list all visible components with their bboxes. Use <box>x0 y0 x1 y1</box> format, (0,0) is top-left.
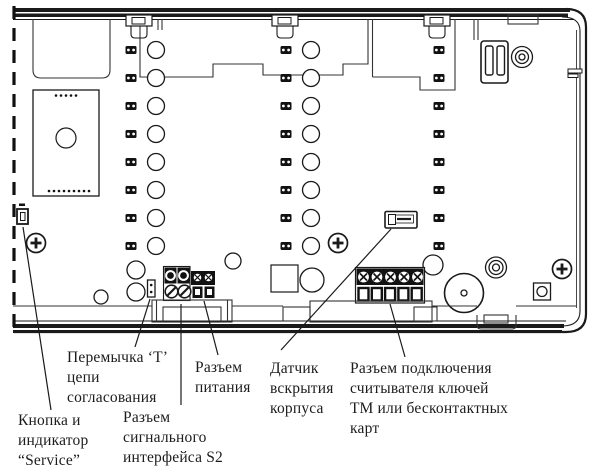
tamper-switch-mount <box>532 282 552 301</box>
board-holes <box>93 252 444 305</box>
top-bays <box>32 14 539 91</box>
mount-clip-icon <box>423 14 451 39</box>
mounting-screw-icon <box>327 232 349 254</box>
bottom-wall-ribs <box>13 299 576 330</box>
callout-lines <box>22 226 406 411</box>
smd-column-middle <box>280 40 321 256</box>
label-power-connector: Разъем питания <box>195 359 251 396</box>
mounting-screw-icon <box>551 258 573 280</box>
label-signal-interface: Разъем сигнального интерфейса S2 <box>123 409 224 466</box>
callout-service <box>22 226 52 411</box>
callout-tamper <box>280 228 392 351</box>
reader-terminal-block <box>354 266 426 304</box>
top-right-connector <box>480 40 509 84</box>
service-button <box>16 203 29 225</box>
mount-clip-icon <box>271 14 299 39</box>
label-termination-jumper: Перемычка ‘Т’ цепи согласования <box>67 349 169 406</box>
buzzer <box>443 272 485 314</box>
screw-boss <box>510 45 534 69</box>
callout-jumper <box>134 298 151 348</box>
label-service-button: Кнопка и индикатор “Service” <box>18 412 89 469</box>
s2-interface-connector <box>191 271 215 298</box>
screw-boss <box>484 256 508 279</box>
callout-reader <box>389 303 406 358</box>
smd-column-left <box>125 40 166 256</box>
smd-column-right <box>433 46 445 250</box>
termination-jumper <box>146 279 156 298</box>
label-reader-connector: Разъем подключения считывателя ключей ТМ… <box>350 360 509 437</box>
mounting-screw-icon <box>25 232 47 254</box>
label-tamper-sensor: Датчик вскрытия корпуса <box>270 360 334 417</box>
callout-power <box>203 300 219 356</box>
tamper-sensor <box>384 210 418 229</box>
mount-clip-icon <box>125 14 153 39</box>
relay-module <box>32 89 100 197</box>
power-connector <box>162 265 192 302</box>
